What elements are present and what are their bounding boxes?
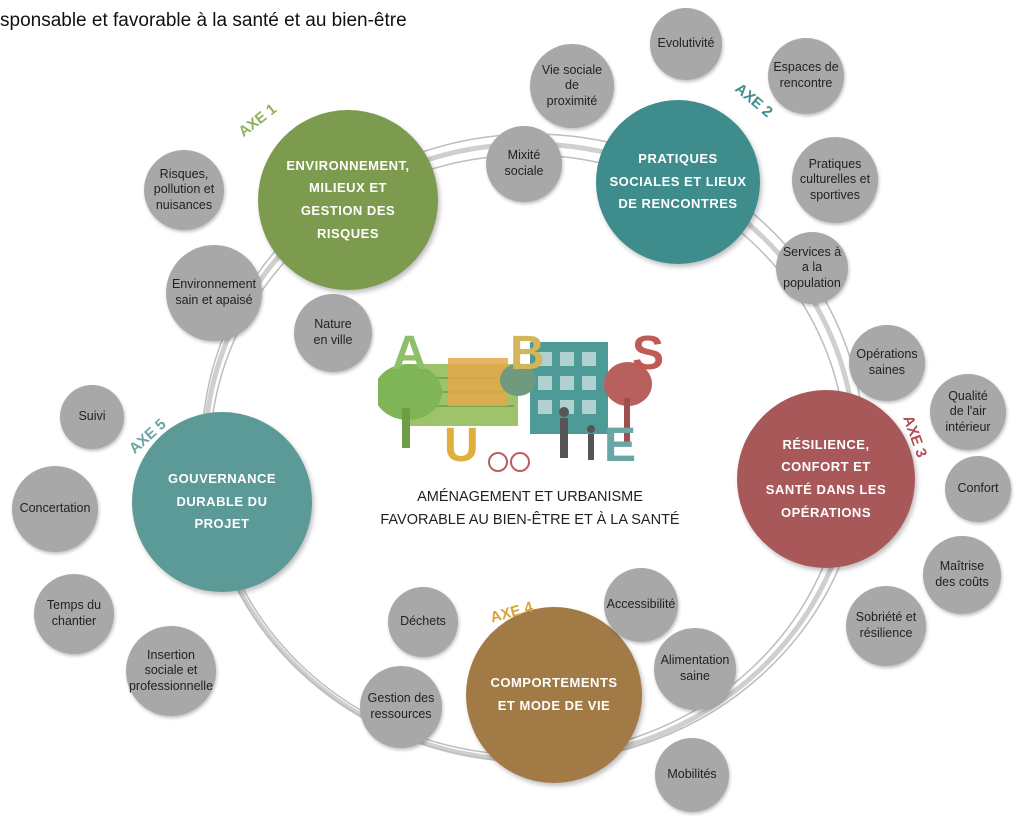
logo-letter-u: U: [444, 419, 479, 472]
bubble-nature-en-ville[interactable]: Nature en ville: [294, 294, 372, 372]
bubble-services-population[interactable]: Services à a la population: [776, 232, 848, 304]
axis-3-circle[interactable]: Résilience, Confort et Santé dans les op…: [737, 390, 915, 568]
bubble-qualite-air[interactable]: Qualité de l'air intérieur: [930, 374, 1006, 450]
axis-2-circle[interactable]: Pratiques sociales et lieux de rencontre…: [596, 100, 760, 264]
bubble-pratiques-culturelles[interactable]: Pratiques culturelles et sportives: [792, 137, 878, 223]
bubble-maitrise-couts[interactable]: Maîtrise des coûts: [923, 536, 1001, 614]
bubble-sobriete-resilience[interactable]: Sobriété et résilience: [846, 586, 926, 666]
logo-title-line1: Aménagement et Urbanisme: [417, 489, 643, 505]
bubble-accessibilite[interactable]: Accessibilité: [604, 568, 678, 642]
logo-title-line2: favorable au Bien-Être et à la Santé: [380, 512, 680, 529]
bubble-concertation[interactable]: Concertation: [12, 466, 98, 552]
bubble-temps-chantier[interactable]: Temps du chantier: [34, 574, 114, 654]
axis-4-circle[interactable]: Comportements et mode de vie: [466, 607, 642, 783]
bubble-alimentation-saine[interactable]: Alimentation saine: [654, 628, 736, 710]
cyclist-icon: [488, 452, 508, 472]
axis-2-title: Pratiques sociales et lieux de rencontre…: [609, 150, 747, 212]
axis-1-title: Environnement, milieux et gestion des ri…: [286, 157, 410, 241]
bubble-vie-sociale[interactable]: Vie sociale de proximité: [530, 44, 614, 128]
bubble-dechets[interactable]: Déchets: [388, 587, 458, 657]
tree-red: [604, 362, 652, 406]
tree-left: [378, 364, 442, 420]
bubble-confort[interactable]: Confort: [945, 456, 1011, 522]
axis-1-circle[interactable]: Environnement, milieux et gestion des ri…: [258, 110, 438, 290]
axis-4-title: Comportements et mode de vie: [490, 675, 618, 713]
page-header-text: sponsable et favorable à la santé et au …: [0, 10, 407, 31]
bubble-insertion[interactable]: Insertion sociale et professionnelle: [126, 626, 216, 716]
tree-middle: [500, 364, 536, 396]
walker-icon: [559, 407, 569, 417]
bubble-mobilites[interactable]: Mobilités: [655, 738, 729, 812]
bubble-espaces-rencontre[interactable]: Espaces de rencontre: [768, 38, 844, 114]
logo-letter-b: B: [510, 327, 545, 380]
bubble-suivi[interactable]: Suivi: [60, 385, 124, 449]
bubble-gestion-ressources[interactable]: Gestion des ressources: [360, 666, 442, 748]
axis-5-circle[interactable]: Gouvernance durable du projet: [132, 412, 312, 592]
logo-letter-s: S: [632, 327, 665, 380]
logo-letter-e: E: [604, 419, 637, 472]
logo-title: Aménagement et Urbanisme favorable au Bi…: [350, 486, 710, 532]
bubble-risques[interactable]: Risques, pollution et nuisances: [144, 150, 224, 230]
abuse-logo-illustration: [378, 342, 652, 472]
bubble-environnement-sain[interactable]: Environnement sain et apaisé: [166, 245, 262, 341]
axis-3-title: Résilience, Confort et Santé dans les op…: [765, 436, 887, 520]
orange-building: [448, 358, 508, 406]
bubble-mixite-sociale[interactable]: Mixité sociale: [486, 126, 562, 202]
axis-5-title: Gouvernance durable du projet: [167, 470, 277, 532]
logo-letter-a: A: [392, 327, 427, 380]
bubble-evolutivite[interactable]: Evolutivité: [650, 8, 722, 80]
bubble-operations-saines[interactable]: Opérations saines: [849, 325, 925, 401]
